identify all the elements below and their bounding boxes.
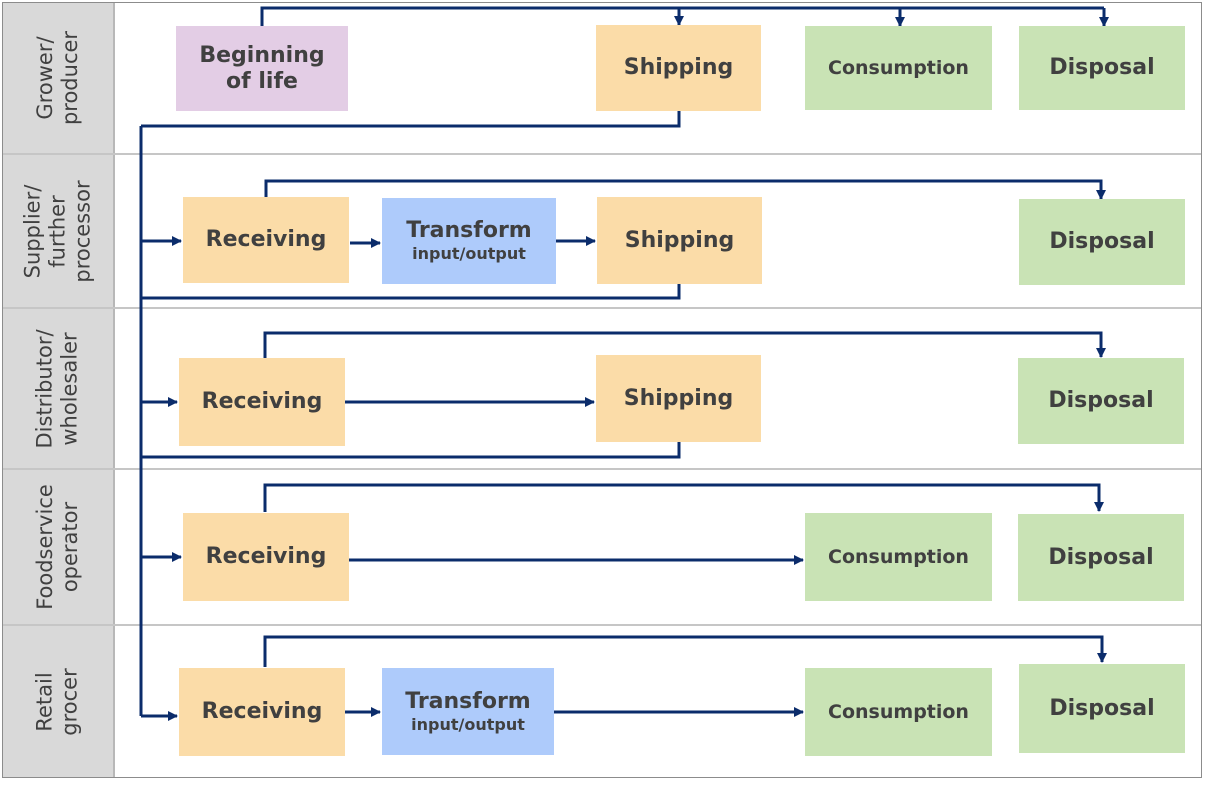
node-label: Disposal <box>1049 229 1155 254</box>
grower-consumption-node: Consumption <box>805 26 992 110</box>
node-label: Consumption <box>828 701 969 723</box>
beginning-of-life-node: Beginning of life <box>176 26 348 111</box>
lane-divider <box>3 468 1202 470</box>
retail-transform-node: Transform input/output <box>382 668 554 755</box>
node-label: Consumption <box>828 546 969 568</box>
node-label: Transform <box>405 688 531 714</box>
connector-grower-shipping-trunk <box>141 111 681 128</box>
node-label: Receiving <box>201 389 323 414</box>
node-label: Shipping <box>623 55 734 80</box>
foodservice-receiving-node: Receiving <box>183 513 349 601</box>
connector-retail-bypass <box>263 635 1107 667</box>
node-label: Receiving <box>205 227 327 252</box>
connector-top-feed <box>260 6 1104 26</box>
node-sublabel: input/output <box>411 714 525 734</box>
foodservice-consumption-node: Consumption <box>805 513 992 601</box>
retail-disposal-node: Disposal <box>1019 664 1185 753</box>
distributor-shipping-node: Shipping <box>596 355 761 442</box>
connector-supplier-shipping-trunk <box>141 284 681 300</box>
supplier-shipping-node: Shipping <box>597 197 762 284</box>
distributor-receiving-node: Receiving <box>179 358 345 446</box>
node-label: Beginning of life <box>199 42 325 94</box>
node-sublabel: input/output <box>412 244 526 263</box>
retail-receiving-node: Receiving <box>179 668 345 756</box>
node-label: Shipping <box>624 227 735 253</box>
foodservice-disposal-node: Disposal <box>1018 514 1184 601</box>
supplier-disposal-node: Disposal <box>1019 199 1185 285</box>
grower-shipping-node: Shipping <box>596 25 761 111</box>
node-label: Disposal <box>1048 544 1154 570</box>
node-label: Disposal <box>1049 695 1155 721</box>
node-label: Consumption <box>828 57 969 79</box>
node-label: Shipping <box>623 385 734 411</box>
retail-consumption-node: Consumption <box>805 668 992 756</box>
connector-foodservice-bypass <box>263 483 1104 512</box>
node-label: Receiving <box>205 544 327 569</box>
node-label: Disposal <box>1049 55 1155 80</box>
supplier-receiving-node: Receiving <box>183 197 349 283</box>
supplier-transform-node: Transform input/output <box>382 198 556 284</box>
connector-supplier-bypass <box>264 179 1106 200</box>
node-label: Receiving <box>201 699 323 724</box>
lane-divider <box>3 307 1202 309</box>
distributor-disposal-node: Disposal <box>1018 358 1184 444</box>
grower-disposal-node: Disposal <box>1019 26 1185 110</box>
connector-distributor-shipping-trunk <box>141 442 681 459</box>
node-label: Disposal <box>1048 388 1154 413</box>
lane-label-column <box>3 3 113 777</box>
lane-label-separator <box>113 3 115 777</box>
lane-divider <box>3 624 1202 626</box>
lane-divider <box>3 153 1202 155</box>
diagram-frame <box>2 2 1202 778</box>
connector-distributor-bypass <box>263 331 1106 358</box>
node-label: Transform <box>406 218 532 243</box>
